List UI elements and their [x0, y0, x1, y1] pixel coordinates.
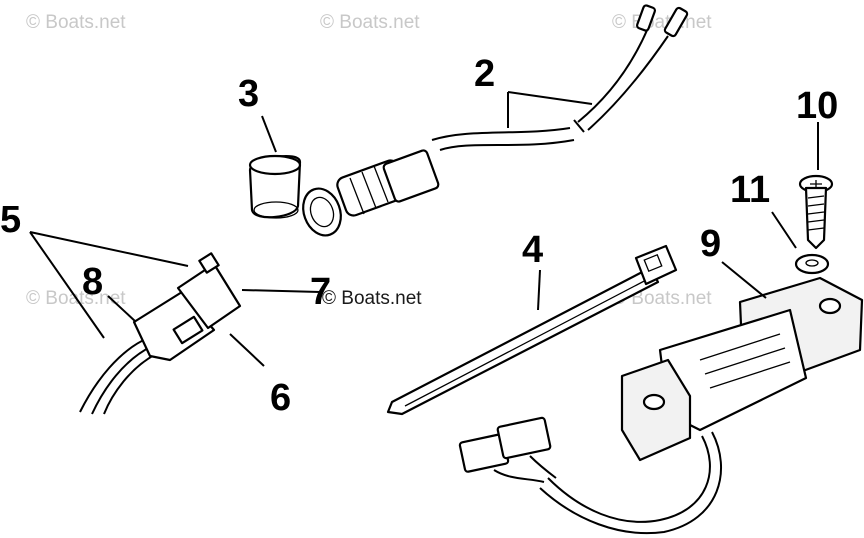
watermark-top-left: © Boats.net [26, 12, 126, 33]
ignition-module-part [458, 276, 864, 535]
leader-lines [29, 91, 819, 367]
callout-11: 11 [730, 169, 770, 211]
callout-7: 7 [310, 271, 331, 313]
watermark-top-center: © Boats.net [320, 12, 420, 33]
callout-5: 5 [0, 199, 21, 241]
callout-9: 9 [700, 223, 721, 265]
callout-3: 3 [238, 73, 259, 115]
watermark-mid-center: © Boats.net [322, 288, 422, 309]
callout-6: 6 [270, 377, 291, 419]
washer-part [794, 253, 830, 275]
harness-connector-part [248, 4, 689, 237]
watermark-top-right: © Boats.net [612, 12, 712, 33]
cable-tie-part [386, 244, 678, 416]
callout-4: 4 [522, 229, 543, 271]
callout-10: 10 [796, 85, 838, 127]
screw-part [798, 174, 834, 250]
callout-8: 8 [82, 261, 103, 303]
callout-2: 2 [474, 53, 495, 95]
pigtail-connector-part [79, 252, 242, 415]
